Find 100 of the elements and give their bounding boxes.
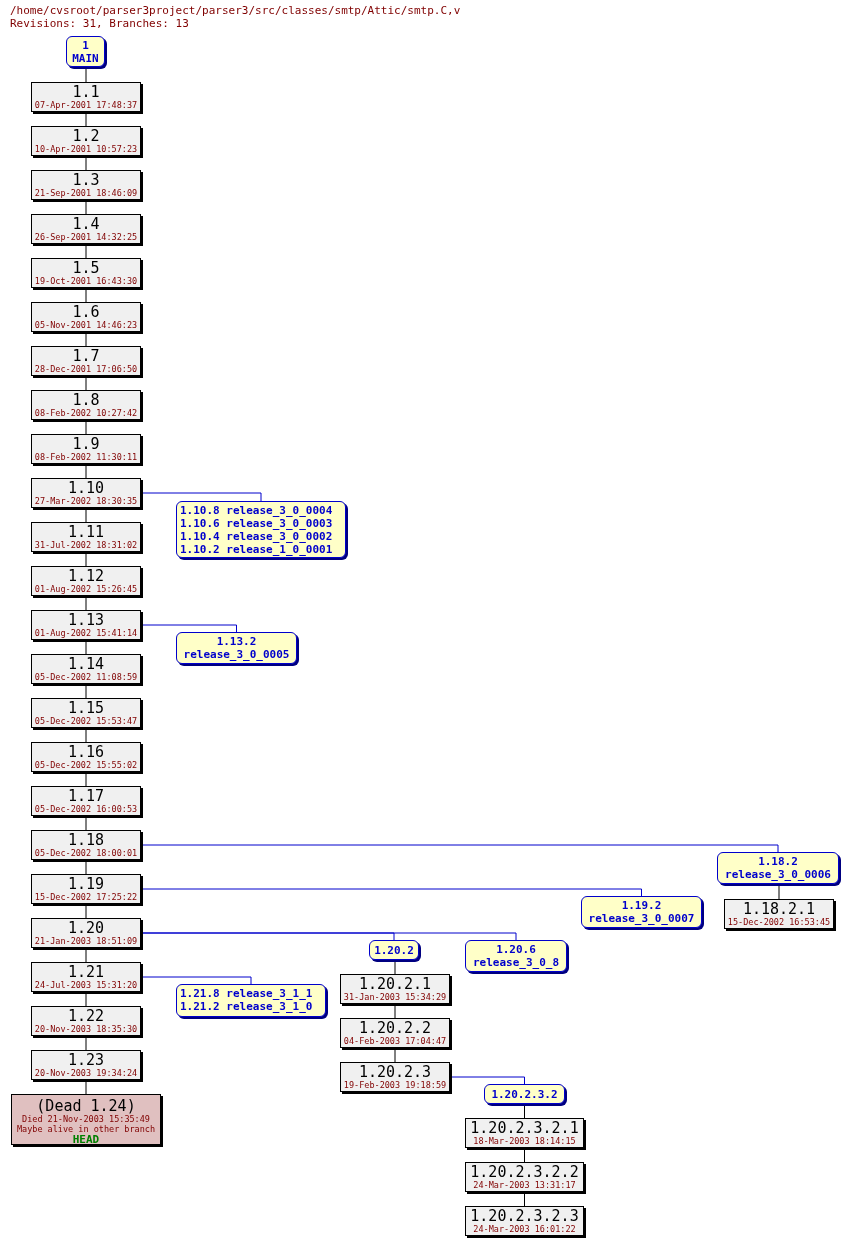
branch-box [465, 940, 567, 972]
revision-date: 01-Aug-2002 15:26:45 [33, 584, 139, 594]
revision-number: 1.1 [71, 84, 101, 100]
revision-number: 1.17 [66, 788, 106, 804]
revision-date: 08-Feb-2002 10:27:42 [33, 408, 139, 418]
revision-box [31, 434, 141, 464]
revision-number: 1.9 [71, 436, 101, 452]
revision-box [31, 610, 141, 640]
branch-tag: release_3_0_0007 [582, 912, 701, 925]
revision-date: 05-Dec-2002 15:55:02 [33, 760, 139, 770]
connector-line [449, 1076, 525, 1085]
connector-line [85, 903, 87, 919]
revision-date: 05-Nov-2001 14:46:23 [33, 320, 139, 330]
revision-box [724, 899, 834, 929]
revision-date: 28-Dec-2001 17:06:50 [33, 364, 139, 374]
branch-tag: 1.21.2 release_3_1_0 [180, 1000, 325, 1013]
connector-line [85, 595, 87, 611]
revision-date: 05-Dec-2002 11:08:59 [33, 672, 139, 682]
revision-note: Maybe alive in other branch [15, 1124, 157, 1134]
connector-line [140, 492, 262, 502]
file-path: /home/cvsroot/parser3project/parser3/src/classes/smtp/Attic/smtp.C,v [10, 5, 461, 17]
revision-number: 1.16 [66, 744, 106, 760]
branch-number: 1.20.6 [495, 943, 537, 956]
branch-number: 1.19.2 [620, 899, 663, 912]
revision-date: 20-Nov-2003 19:34:24 [33, 1068, 139, 1078]
connector-line [394, 959, 396, 975]
revision-box [31, 1006, 141, 1036]
head-tag: HEAD [12, 1134, 160, 1146]
revision-box [31, 786, 141, 816]
connector-line [85, 815, 87, 831]
revision-box [31, 566, 141, 596]
revision-date: 15-Dec-2002 16:53:45 [726, 917, 832, 927]
revision-number: 1.14 [66, 656, 106, 672]
revision-date: 05-Dec-2002 16:00:53 [33, 804, 139, 814]
revision-date: 08-Feb-2002 11:30:11 [33, 452, 139, 462]
revision-number: 1.5 [71, 260, 101, 276]
revision-box [31, 302, 141, 332]
branch-box [176, 632, 297, 664]
revision-box [31, 478, 141, 508]
revision-date: 19-Feb-2003 19:18:59 [342, 1080, 448, 1090]
revision-box [340, 974, 450, 1004]
revision-number: 1.11 [66, 524, 106, 540]
revision-box [31, 830, 141, 860]
connector-line [85, 66, 87, 83]
tag-box [176, 501, 346, 558]
revision-number: 1.10 [66, 480, 106, 496]
revision-date: 05-Dec-2002 15:53:47 [33, 716, 139, 726]
branch-box [66, 36, 105, 67]
connector-line [85, 287, 87, 303]
connector-line [85, 991, 87, 1007]
revision-number: 1.18 [66, 832, 106, 848]
revision-number: 1.20.2.3 [357, 1064, 433, 1080]
connector-line [140, 888, 642, 897]
revision-date: 15-Dec-2002 17:25:22 [33, 892, 139, 902]
revision-date: 07-Apr-2001 17:48:37 [33, 100, 139, 110]
connector-line [85, 331, 87, 347]
revision-number: 1.18.2.1 [741, 901, 817, 917]
connector-line [85, 155, 87, 171]
revision-number: 1.20.2.3.2.2 [469, 1164, 580, 1180]
connector-line [85, 507, 87, 523]
branch-tag: release_3_0_8 [466, 956, 566, 969]
branch-tag: release_3_0_0005 [177, 648, 296, 661]
connector-line [85, 771, 87, 787]
tag-box [176, 984, 326, 1017]
revision-number: 1.20 [66, 920, 106, 936]
revision-date: 24-Mar-2003 16:01:22 [472, 1224, 577, 1234]
connector-line [85, 375, 87, 391]
connector-line [85, 727, 87, 743]
revision-number: 1.22 [66, 1008, 106, 1024]
revision-number: 1.2 [71, 128, 101, 144]
connector-line [85, 639, 87, 655]
revision-number: 1.15 [66, 700, 106, 716]
revision-date: 18-Mar-2003 18:14:15 [472, 1136, 577, 1146]
revision-date: 01-Aug-2002 15:41:14 [33, 628, 139, 638]
connector-line [85, 551, 87, 567]
revision-number: (Dead 1.24) [35, 1098, 137, 1114]
revision-number: 1.7 [71, 348, 101, 364]
revision-box [465, 1206, 584, 1236]
connector-line [85, 463, 87, 479]
branch-tag: MAIN [67, 52, 104, 65]
revision-box [465, 1162, 584, 1192]
branch-tag: release_3_0_0006 [718, 868, 838, 881]
revision-box [31, 214, 141, 244]
revision-date: 31-Jul-2002 18:31:02 [33, 540, 139, 550]
revision-date: 31-Jan-2003 15:34:29 [342, 992, 448, 1002]
revision-number: 1.20.2.1 [357, 976, 433, 992]
revision-date: 24-Jul-2003 15:31:20 [33, 980, 139, 990]
revision-box [31, 1050, 141, 1080]
revision-number: 1.8 [71, 392, 101, 408]
revision-box [465, 1118, 584, 1148]
revision-date: 10-Apr-2001 10:57:23 [33, 144, 139, 154]
revision-number: 1.13 [66, 612, 106, 628]
revision-box [31, 522, 141, 552]
branch-number: 1.20.2.3.2 [490, 1088, 559, 1101]
branch-number: 1.20.2 [373, 944, 415, 957]
connector-line [778, 883, 780, 900]
revision-date: 21-Sep-2001 18:46:09 [33, 188, 139, 198]
revision-number: 1.3 [71, 172, 101, 188]
revision-box [31, 918, 141, 948]
revision-box [31, 258, 141, 288]
